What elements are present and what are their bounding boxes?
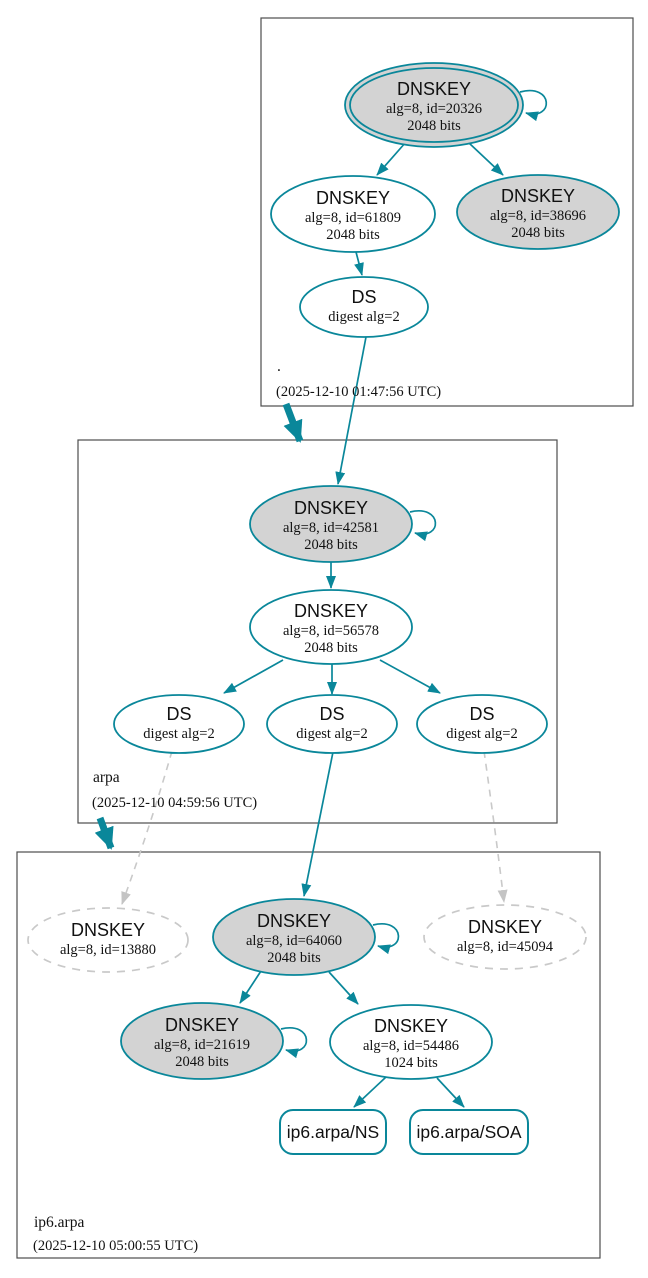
dnskey-node-20326: DNSKEY alg=8, id=20326 2048 bits bbox=[344, 62, 524, 148]
node-title: DNSKEY bbox=[71, 920, 145, 940]
ds-node-arpa-left: DS digest alg=2 bbox=[113, 694, 245, 754]
dnskey-node-54486: DNSKEY alg=8, id=54486 1024 bits bbox=[329, 1004, 493, 1080]
dnskey-node-13880: DNSKEY alg=8, id=13880 bbox=[27, 907, 189, 973]
zone-box-root bbox=[260, 17, 634, 407]
zone-ip6-arpa: DNSKEY alg=8, id=13880 DNSKEY alg=8, id=… bbox=[27, 898, 587, 1254]
edge-ksk-ip6-to-key-21619 bbox=[239, 970, 262, 1004]
rrset-node-soa: ip6.arpa/SOA bbox=[409, 1109, 529, 1155]
node-title: DNSKEY bbox=[468, 917, 542, 937]
dnskey-node-45094: DNSKEY alg=8, id=45094 bbox=[423, 904, 587, 970]
edge-ksk-root-to-zsk-root bbox=[376, 141, 407, 176]
node-alg-id: alg=8, id=56578 bbox=[283, 623, 379, 639]
node-bits: 2048 bits bbox=[267, 950, 321, 966]
node-alg-id: alg=8, id=61809 bbox=[305, 210, 401, 226]
zone-timestamp-ip6-arpa: (2025-12-10 05:00:55 UTC) bbox=[33, 1238, 198, 1254]
delegation-arrow-root-to-arpa bbox=[282, 402, 304, 443]
edge-zsk-arpa-to-ds-right bbox=[379, 659, 441, 694]
node-alg-id: alg=8, id=20326 bbox=[386, 101, 482, 117]
edge-ds-arpa-right-to-key-45094-dashed bbox=[483, 750, 508, 903]
edge-zsk-ip6-to-rrset-soa bbox=[436, 1077, 465, 1108]
self-loop-ksk-ip6 bbox=[372, 923, 400, 955]
zone-label-ip6-arpa: ip6.arpa bbox=[34, 1214, 84, 1231]
ds-node-root: DS digest alg=2 bbox=[299, 276, 429, 338]
node-bits: 1024 bits bbox=[384, 1055, 438, 1071]
dnskey-node-21619: DNSKEY alg=8, id=21619 2048 bits bbox=[120, 1002, 284, 1080]
ds-node-arpa-mid: DS digest alg=2 bbox=[266, 694, 398, 754]
node-digest: digest alg=2 bbox=[296, 726, 367, 742]
zone-label-arpa: arpa bbox=[93, 769, 120, 786]
self-loop-ksk-root bbox=[519, 89, 548, 122]
node-title: DS bbox=[319, 704, 344, 724]
zone-timestamp-root: (2025-12-10 01:47:56 UTC) bbox=[276, 384, 441, 400]
node-bits: 2048 bits bbox=[511, 225, 565, 241]
zone-timestamp-arpa: (2025-12-10 04:59:56 UTC) bbox=[92, 795, 257, 811]
edge-ksk-ip6-to-zsk-ip6 bbox=[328, 971, 359, 1005]
node-title: DNSKEY bbox=[294, 601, 368, 621]
node-alg-id: alg=8, id=64060 bbox=[246, 933, 342, 949]
node-alg-id: alg=8, id=38696 bbox=[490, 208, 586, 224]
node-title: DNSKEY bbox=[165, 1015, 239, 1035]
rrset-node-ns: ip6.arpa/NS bbox=[279, 1109, 387, 1155]
ds-node-arpa-right: DS digest alg=2 bbox=[416, 694, 548, 754]
dnskey-node-42581: DNSKEY alg=8, id=42581 2048 bits bbox=[249, 485, 413, 563]
rrset-label: ip6.arpa/NS bbox=[287, 1122, 379, 1142]
dnskey-node-38696: DNSKEY alg=8, id=38696 2048 bits bbox=[456, 174, 620, 250]
node-digest: digest alg=2 bbox=[143, 726, 214, 742]
node-title: DS bbox=[166, 704, 191, 724]
node-bits: 2048 bits bbox=[304, 640, 358, 656]
dnskey-node-64060: DNSKEY alg=8, id=64060 2048 bits bbox=[212, 898, 376, 976]
edge-zsk-ip6-to-rrset-ns bbox=[353, 1076, 387, 1108]
node-digest: digest alg=2 bbox=[328, 309, 399, 325]
node-digest: digest alg=2 bbox=[446, 726, 517, 742]
node-bits: 2048 bits bbox=[175, 1054, 229, 1070]
edge-zsk-arpa-to-ds-left bbox=[223, 659, 284, 694]
edge-ksk-root-to-key-38696 bbox=[468, 142, 504, 176]
sep-inner-ring bbox=[349, 67, 519, 143]
zone-box-ip6-arpa bbox=[16, 851, 601, 1259]
self-loop-ksk-arpa bbox=[409, 510, 437, 542]
edge-zsk-root-to-ds-root bbox=[354, 251, 364, 276]
node-alg-id: alg=8, id=21619 bbox=[154, 1037, 250, 1053]
delegation-arrow-arpa-to-ip6-arpa bbox=[94, 816, 115, 850]
edge-ds-root-to-ksk-arpa bbox=[335, 336, 367, 485]
node-title: DS bbox=[469, 704, 494, 724]
node-alg-id: alg=8, id=45094 bbox=[457, 939, 554, 955]
self-loop-key-21619 bbox=[280, 1027, 308, 1059]
node-title: DNSKEY bbox=[294, 498, 368, 518]
edge-ds-arpa-mid-to-ksk-ip6 bbox=[301, 751, 334, 897]
dnskey-node-56578: DNSKEY alg=8, id=56578 2048 bits bbox=[249, 589, 413, 665]
node-alg-id: alg=8, id=13880 bbox=[60, 942, 156, 958]
node-bits: 2048 bits bbox=[304, 537, 358, 553]
dnskey-node-61809: DNSKEY alg=8, id=61809 2048 bits bbox=[270, 175, 436, 253]
rrset-label: ip6.arpa/SOA bbox=[416, 1122, 521, 1142]
node-title: DS bbox=[351, 287, 376, 307]
node-title: DNSKEY bbox=[397, 79, 471, 99]
edge-ds-arpa-left-to-key-13880-dashed bbox=[121, 750, 173, 905]
node-alg-id: alg=8, id=54486 bbox=[363, 1038, 459, 1054]
zone-arpa: DNSKEY alg=8, id=42581 2048 bits DNSKEY … bbox=[92, 485, 548, 811]
node-alg-id: alg=8, id=42581 bbox=[283, 520, 379, 536]
node-title: DNSKEY bbox=[374, 1016, 448, 1036]
node-title: DNSKEY bbox=[316, 188, 390, 208]
node-bits: 2048 bits bbox=[326, 227, 380, 243]
node-title: DNSKEY bbox=[257, 911, 331, 931]
node-bits: 2048 bits bbox=[407, 118, 461, 134]
zone-root: DNSKEY alg=8, id=20326 2048 bits DNSKEY … bbox=[270, 62, 620, 400]
zone-label-root: . bbox=[277, 358, 281, 375]
node-title: DNSKEY bbox=[501, 186, 575, 206]
zone-box-arpa bbox=[77, 439, 558, 824]
